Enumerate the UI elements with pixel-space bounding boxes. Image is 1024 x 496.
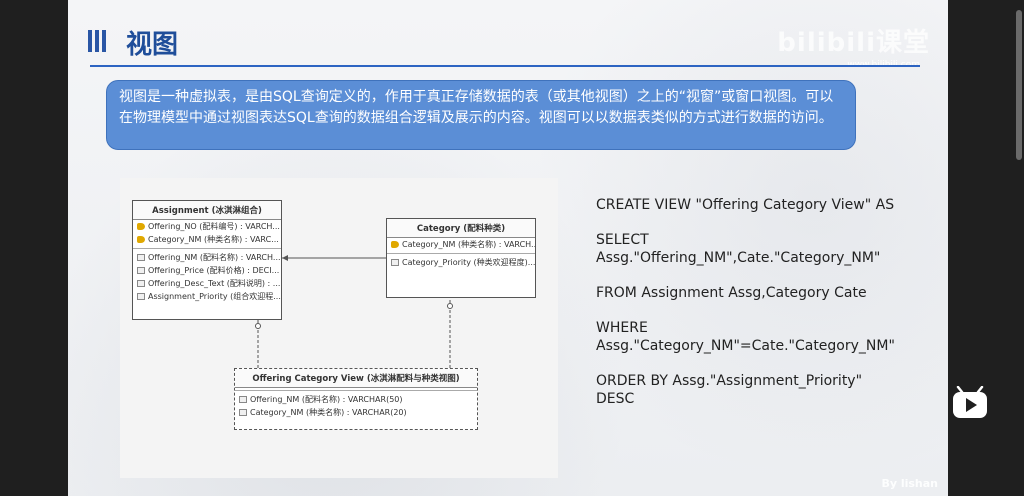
- watermark-logo: bilibili课堂: [777, 28, 930, 58]
- definition-box: 视图是一种虚拟表，是由SQL查询定义的，作用于真正存储数据的表（或其他视图）之上…: [106, 80, 856, 150]
- sql-line: WHERE: [596, 320, 648, 336]
- sql-line: FROM Assignment Assg,Category Cate: [596, 285, 867, 301]
- er-diagram: Assignment (冰淇淋组合) Offering_NO (配料编号) : …: [120, 178, 558, 478]
- sql-line: Assg."Offering_NM",Cate."Category_NM": [596, 250, 881, 266]
- row-separator: [387, 253, 535, 254]
- title-bars-icon: [88, 30, 109, 56]
- slide: 视图 bilibili课堂 www.bilibili.com 视图是一种虚拟表，…: [68, 0, 948, 496]
- dependency-end-1: [255, 323, 261, 329]
- sql-line: DESC: [596, 391, 635, 407]
- play-icon[interactable]: [951, 386, 989, 420]
- right-letterbox: [948, 0, 1024, 496]
- column-row: Category_Priority (种类欢迎程度)...: [387, 256, 535, 269]
- column-icon: [239, 396, 247, 403]
- pk-row: Category_NM (种类名称) : VARCH...: [387, 238, 535, 251]
- column-row: Offering_NM (配料名称) : VARCHAR(50): [235, 393, 477, 406]
- column-row: Category_NM (种类名称) : VARCHAR(20): [235, 406, 477, 419]
- definition-text: 视图是一种虚拟表，是由SQL查询定义的，作用于真正存储数据的表（或其他视图）之上…: [119, 89, 834, 126]
- key-icon: [137, 223, 145, 230]
- left-letterbox: [0, 0, 68, 496]
- column-icon: [137, 280, 145, 287]
- sql-line: ORDER BY Assg."Assignment_Priority": [596, 373, 863, 389]
- entity-assignment[interactable]: Assignment (冰淇淋组合) Offering_NO (配料编号) : …: [132, 200, 282, 320]
- key-icon: [391, 241, 399, 248]
- sql-line: Assg."Category_NM"=Cate."Category_NM": [596, 338, 895, 354]
- sql-code: CREATE VIEW "Offering Category View" AS …: [596, 196, 895, 408]
- sql-line: CREATE VIEW "Offering Category View" AS: [596, 197, 895, 213]
- column-row: Offering_NM (配料名称) : VARCH...: [133, 251, 281, 264]
- slide-title: 视图: [126, 30, 179, 60]
- scrollbar-thumb[interactable]: [1016, 10, 1022, 160]
- row-separator: [235, 390, 477, 391]
- entity-title: Category (配料种类): [387, 219, 535, 238]
- pk-row: Offering_NO (配料编号) : VARCH...: [133, 220, 281, 233]
- column-icon: [239, 409, 247, 416]
- relationship-arrow: [282, 255, 288, 261]
- pk-row: Category_NM (种类名称) : VARC...: [133, 233, 281, 246]
- column-row: Offering_Price (配料价格) : DECI...: [133, 264, 281, 277]
- entity-title: Assignment (冰淇淋组合): [133, 201, 281, 220]
- key-icon: [137, 236, 145, 243]
- entity-title: Offering Category View (冰淇淋配料与种类视图): [235, 369, 477, 388]
- column-row: Offering_Desc_Text (配料说明) : ...: [133, 277, 281, 290]
- row-separator: [133, 248, 281, 249]
- column-icon: [137, 267, 145, 274]
- column-icon: [391, 259, 399, 266]
- entity-view[interactable]: Offering Category View (冰淇淋配料与种类视图) Offe…: [234, 368, 478, 430]
- title-divider: [90, 65, 920, 67]
- dependency-end-2: [447, 303, 453, 309]
- diagram-connectors: [255, 255, 453, 368]
- author-credit: By lishan: [881, 477, 938, 490]
- column-icon: [137, 293, 145, 300]
- column-row: Assignment_Priority (组合欢迎程...: [133, 290, 281, 303]
- column-icon: [137, 254, 145, 261]
- sql-line: SELECT: [596, 232, 649, 248]
- entity-category[interactable]: Category (配料种类) Category_NM (种类名称) : VAR…: [386, 218, 536, 298]
